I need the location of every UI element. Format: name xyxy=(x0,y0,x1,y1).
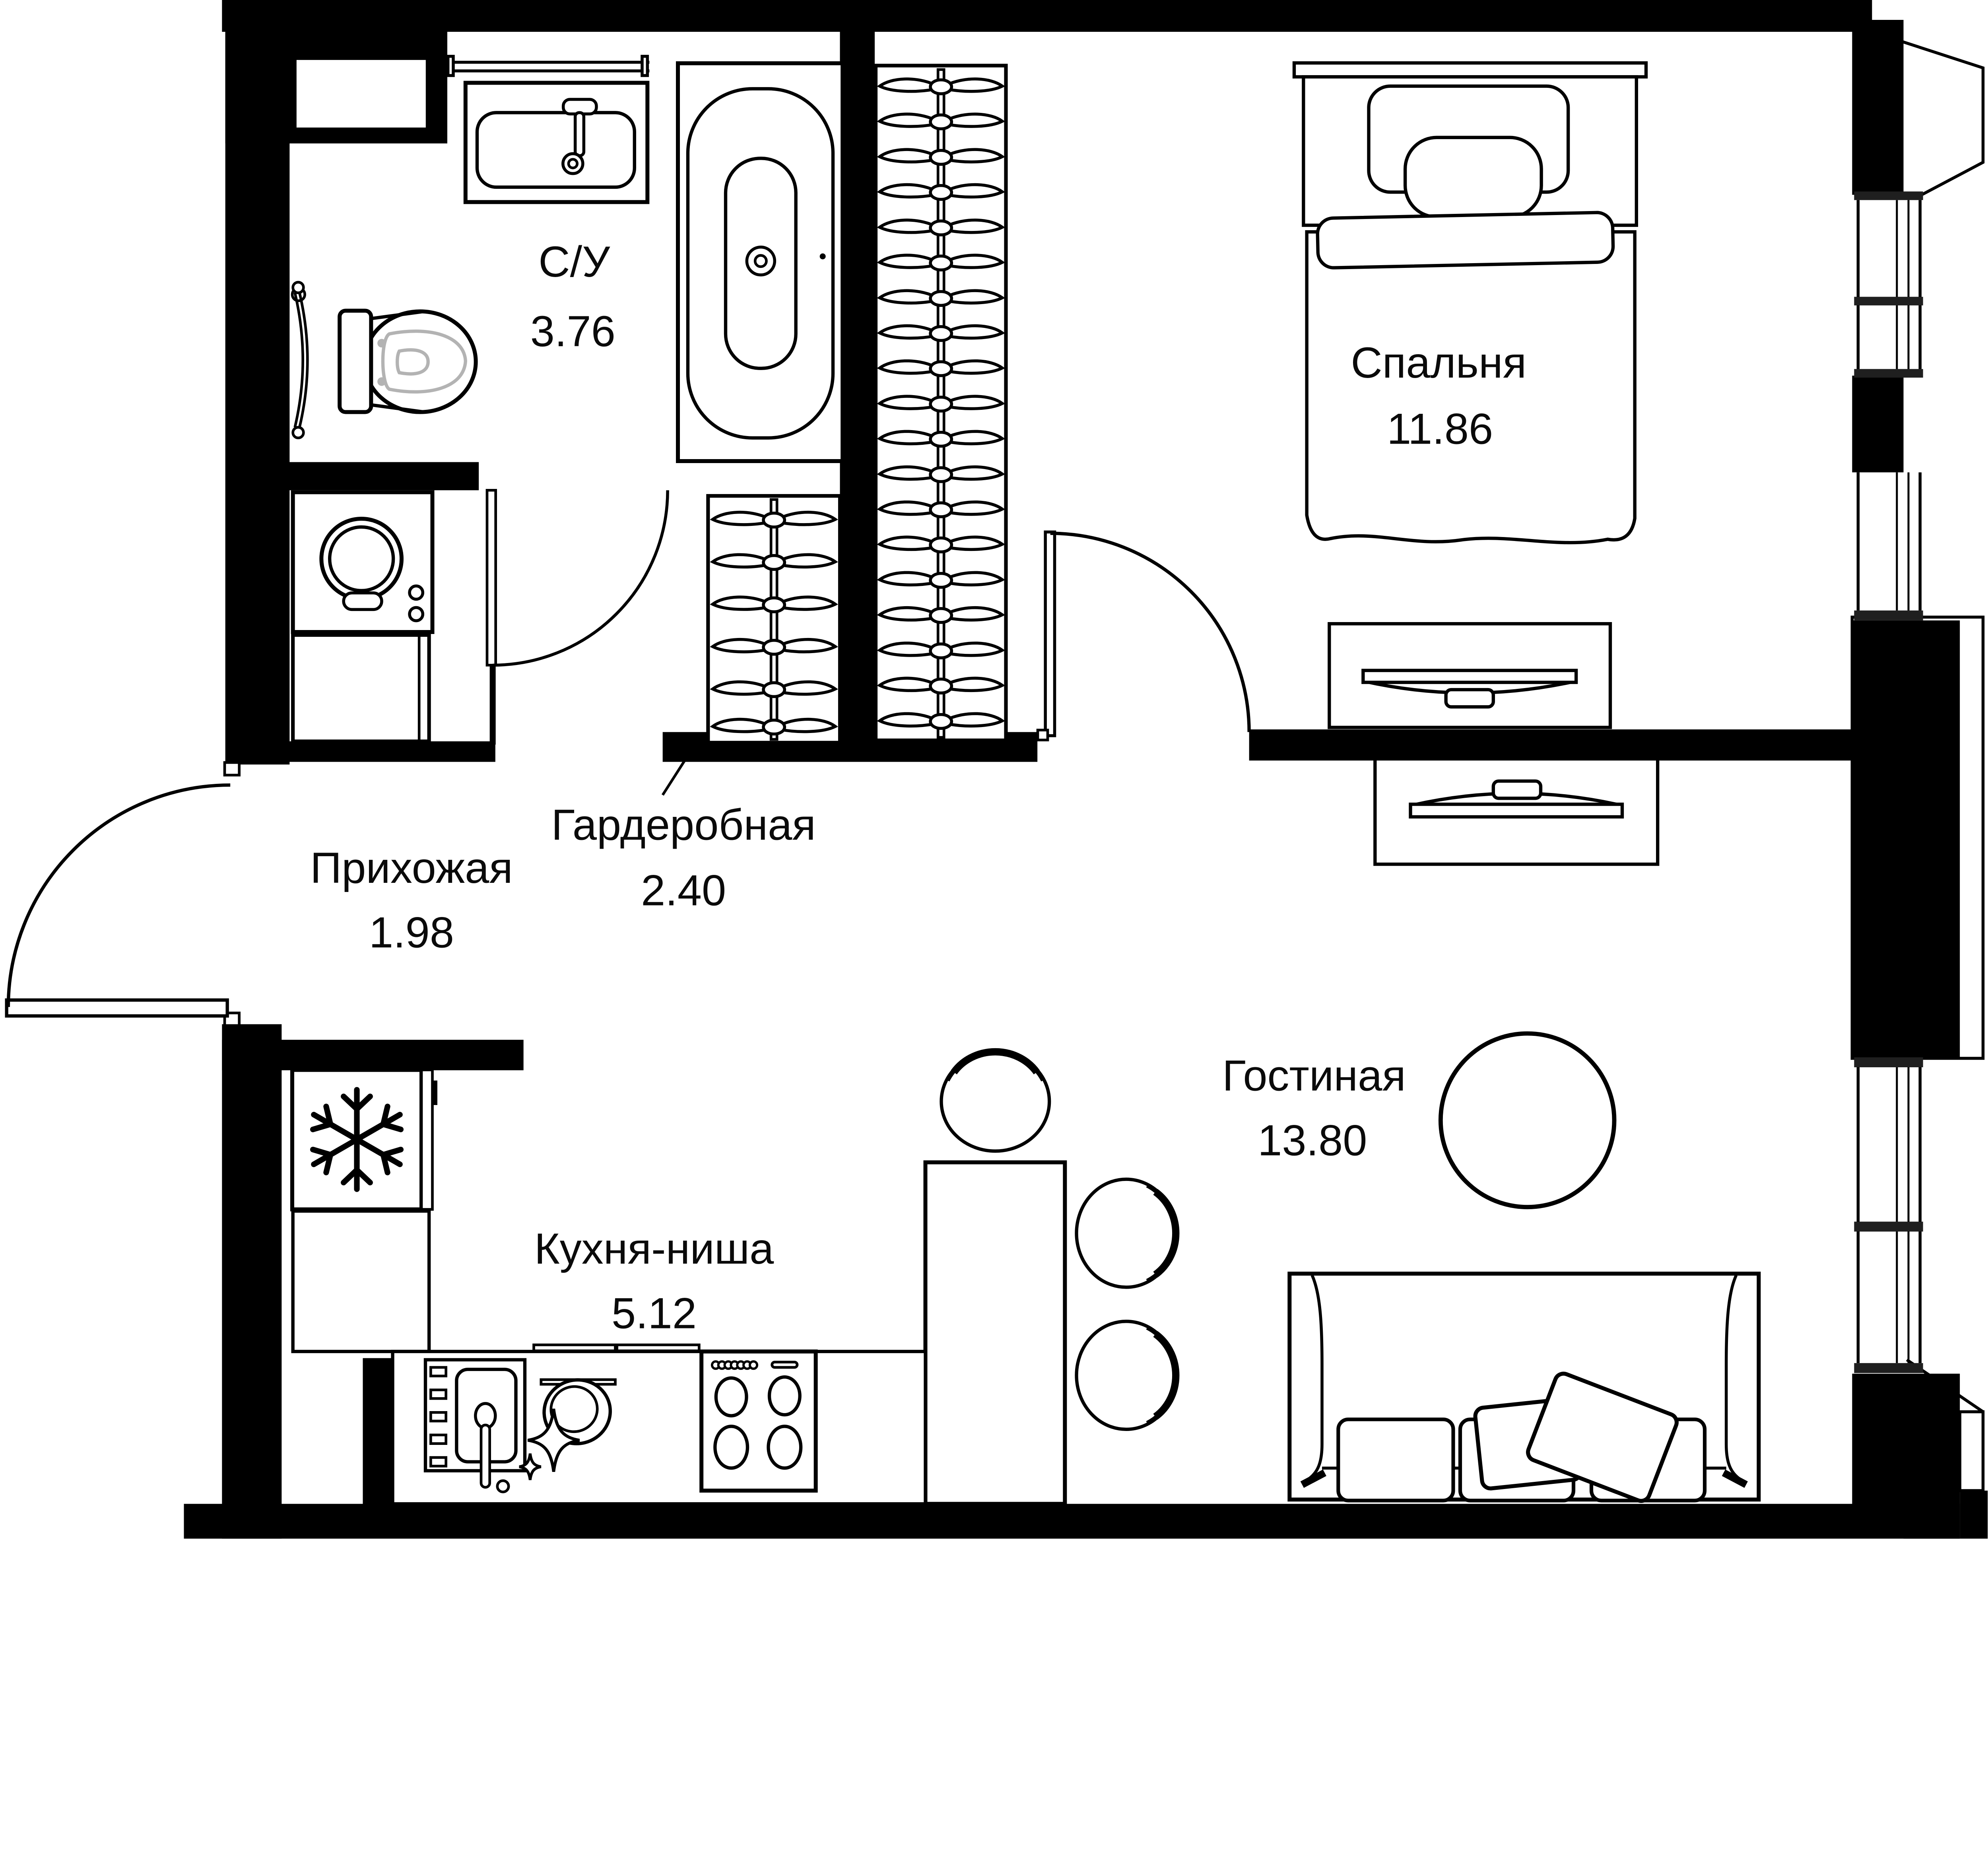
bathtub xyxy=(676,61,845,463)
kitchen-cabinet xyxy=(291,1209,431,1353)
entry-door xyxy=(5,761,241,1027)
knob xyxy=(408,606,425,622)
floor-plan-canvas: С/У 3.76 Спальня 11.86 Гардеробная 2.40 … xyxy=(5,0,1988,1539)
entry-door-arc xyxy=(6,783,231,1007)
headboard xyxy=(1292,61,1648,79)
fridge xyxy=(290,1068,438,1212)
tv-mount xyxy=(1491,779,1543,800)
room-area-living: 13.80 xyxy=(1258,1116,1367,1165)
sofa-arm-right xyxy=(1724,1274,1744,1483)
bar-stool xyxy=(1076,1179,1176,1287)
duvet xyxy=(1305,230,1637,545)
burner xyxy=(714,1376,748,1417)
room-label-kitchen: Кухня-ниша xyxy=(534,1224,774,1273)
dining-table-round xyxy=(1438,1031,1617,1210)
room-area-wardrobe: 2.40 xyxy=(641,866,726,915)
knob xyxy=(408,584,425,601)
bar-stool xyxy=(942,1052,1050,1151)
window-transom xyxy=(1854,1222,1923,1232)
door-hinge xyxy=(1036,729,1049,741)
burner xyxy=(767,1425,803,1470)
fridge-handle xyxy=(433,1080,438,1105)
window-transom xyxy=(1854,191,1923,200)
faucet-icon xyxy=(561,98,598,175)
entry-door-leaf xyxy=(5,998,229,1018)
balcony-notch xyxy=(1958,1410,1985,1492)
bedroom-door xyxy=(1036,530,1251,741)
burner xyxy=(767,1375,802,1417)
kitchen-sink xyxy=(423,1358,527,1493)
room-label-wardrobe: Гардеробная xyxy=(551,800,815,849)
tv-console-living xyxy=(1373,757,1660,866)
basin xyxy=(475,111,637,189)
wall-cabinet xyxy=(615,1343,701,1352)
toilet-tank xyxy=(338,308,373,414)
bar-stool xyxy=(1076,1321,1176,1429)
room-label-living: Гостиная xyxy=(1222,1051,1406,1100)
wardrobe-door xyxy=(485,489,669,667)
room-label-bathroom: С/У xyxy=(538,237,610,286)
toilet-bowl xyxy=(362,309,478,414)
window-transom xyxy=(1854,1057,1923,1067)
room-label-bedroom: Спальня xyxy=(1351,338,1526,387)
bolster xyxy=(1403,136,1543,219)
door-frame xyxy=(223,761,241,777)
toilet-seat xyxy=(377,330,468,394)
sink-vanity xyxy=(446,54,650,204)
window-group-bedroom xyxy=(1854,191,1923,620)
window-transom xyxy=(1854,610,1923,620)
handle xyxy=(771,1361,799,1369)
tv-screen xyxy=(1409,803,1624,819)
stove xyxy=(699,1349,818,1493)
window-transom xyxy=(1854,1363,1923,1373)
window-transom xyxy=(1854,297,1923,306)
sofa-arm-left xyxy=(1304,1274,1324,1483)
tv-console-bedroom xyxy=(1328,622,1612,729)
room-label-hallway: Прихожая xyxy=(310,843,513,892)
bar-island xyxy=(923,1160,1067,1506)
bedroom-door-leaf xyxy=(1044,530,1056,737)
room-area-hallway: 1.98 xyxy=(369,908,454,957)
room-area-kitchen: 5.12 xyxy=(612,1289,697,1338)
seat-cushion xyxy=(1336,1417,1455,1503)
room-area-bathroom: 3.76 xyxy=(530,307,615,356)
tv-screen xyxy=(1361,669,1578,684)
wardrobe-door-leaf xyxy=(485,489,497,667)
toilet xyxy=(291,287,478,414)
fridge-door xyxy=(420,1068,434,1211)
wardrobe-small xyxy=(706,494,842,745)
wardrobe-door-arc xyxy=(493,490,669,667)
room-area-bedroom: 11.86 xyxy=(1387,405,1493,454)
bed xyxy=(1292,61,1648,545)
throw-pillow xyxy=(1526,1371,1679,1503)
clean-dishes-icon xyxy=(519,1378,617,1480)
faucet-icon xyxy=(474,1402,510,1493)
towel-rail xyxy=(446,54,650,77)
blanket-roll xyxy=(1316,211,1615,270)
wall-cabinet xyxy=(532,1343,617,1352)
duct-shaft xyxy=(296,60,426,128)
window-transom xyxy=(1854,369,1923,378)
sofa xyxy=(1287,1272,1761,1503)
rail xyxy=(769,498,779,741)
bathroom-cabinet xyxy=(291,633,431,743)
label-leader-line xyxy=(661,737,701,796)
window-group-living xyxy=(1854,1057,1923,1373)
tv-mount xyxy=(1444,688,1495,709)
burner xyxy=(713,1425,749,1470)
towel-radiator xyxy=(291,281,309,439)
bedroom-door-arc xyxy=(1050,531,1251,732)
wardrobe-large xyxy=(874,64,1008,743)
walls xyxy=(184,0,1988,1539)
washing-machine xyxy=(291,490,435,634)
